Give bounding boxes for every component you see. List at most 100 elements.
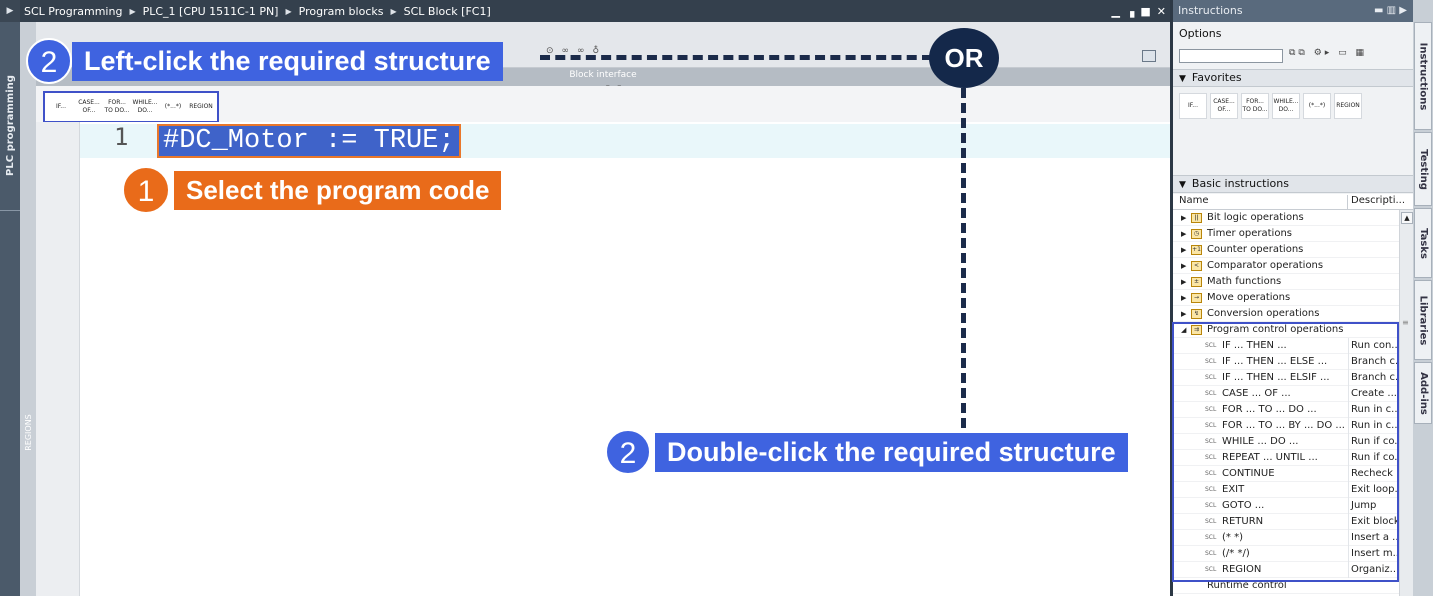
expand-triangle-icon[interactable]: ▶ (1181, 214, 1187, 222)
or-badge: OR (929, 28, 999, 88)
basic-instructions-header[interactable]: ▼Basic instructions (1173, 175, 1413, 193)
instruction-item[interactable]: SCL(* *)Insert a ... (1173, 530, 1399, 546)
instruction-description: Run con... (1348, 338, 1398, 354)
line-number: 1 (114, 123, 129, 151)
breadcrumb-item-program-blocks[interactable]: Program blocks (298, 4, 384, 18)
minimize-icon[interactable]: ▁ (1111, 4, 1120, 18)
panel-title-text: Instructions (1178, 4, 1243, 17)
instruction-name: IF ... THEN ... (1222, 340, 1287, 351)
expand-triangle-icon[interactable]: ▶ (1181, 310, 1187, 318)
struct-if-button[interactable]: IF... (56, 103, 66, 110)
scl-icon: SCL (1205, 470, 1217, 477)
tree-category[interactable]: ▶↯Conversion operations (1173, 306, 1399, 322)
fav-while-button[interactable]: WHILE... DO... (1272, 93, 1300, 119)
options-toolbar-icons[interactable]: ⧉⧉ ⚙▸ ▭ ▦ (1289, 48, 1368, 58)
glasses-alt-icon[interactable]: ∞ (577, 46, 585, 56)
math-icon: ± (1191, 277, 1202, 287)
glasses-icon[interactable]: ∞ (561, 46, 570, 56)
expand-triangle-icon[interactable]: ▶ (1181, 230, 1187, 238)
tree-category-expanded[interactable]: ◢⇉Program control operations (1173, 322, 1399, 338)
zoom-icon[interactable]: ⊙ (546, 46, 554, 56)
breadcrumb-item-project[interactable]: SCL Programming (24, 4, 123, 18)
instructions-panel: Instructions ▬ ▥ ▶ Options ⧉⧉ ⚙▸ ▭ ▦ ▼Fa… (1170, 0, 1413, 596)
expand-arrow-icon[interactable]: ▶ (0, 0, 20, 22)
breadcrumb-item-block[interactable]: SCL Block [FC1] (403, 4, 491, 18)
favorites-header[interactable]: ▼Favorites (1173, 69, 1413, 87)
fav-if-button[interactable]: IF... (1179, 93, 1207, 119)
instruction-description: Organiz... (1348, 562, 1398, 578)
tab-add-ins[interactable]: Add-ins (1414, 362, 1432, 424)
tree-category[interactable]: ▶±Math functions (1173, 274, 1399, 290)
instruction-description: Insert a ... (1348, 530, 1398, 546)
instruction-search-input[interactable] (1179, 49, 1283, 63)
panel-window-icons[interactable]: ▬ ▥ ▶ (1374, 5, 1407, 16)
tree-category[interactable]: ▶<Comparator operations (1173, 258, 1399, 274)
tab-tasks[interactable]: Tasks (1414, 208, 1432, 278)
expand-triangle-icon[interactable]: ▶ (1181, 246, 1187, 254)
struct-comment-button[interactable]: (*...*) (164, 103, 182, 110)
move-icon: → (1191, 293, 1202, 303)
bulb-icon[interactable]: ♁ (592, 46, 600, 56)
dashed-connector-horizontal (540, 55, 932, 60)
instruction-description: Branch c... (1348, 354, 1398, 370)
maximize-icon[interactable]: ■ (1140, 4, 1151, 18)
step-text: Left-click the required structure (72, 41, 503, 81)
tree-category[interactable]: ▶→Move operations (1173, 290, 1399, 306)
instructions-table-header: Name Descripti... (1173, 194, 1413, 210)
category-label: Program control operations (1207, 324, 1344, 335)
tab-libraries[interactable]: Libraries (1414, 280, 1432, 360)
scl-icon: SCL (1205, 438, 1217, 445)
struct-case-button[interactable]: CASE... OF... (78, 99, 100, 114)
scl-icon: SCL (1205, 518, 1217, 525)
instruction-description: Run in c... (1348, 418, 1398, 434)
expand-triangle-icon[interactable]: ▶ (1181, 262, 1187, 270)
expand-triangle-icon[interactable]: ▶ (1181, 294, 1187, 302)
struct-for-button[interactable]: FOR... TO DO... (104, 99, 130, 114)
expand-triangle-icon[interactable]: ▶ (1181, 278, 1187, 286)
struct-while-button[interactable]: WHILE... DO... (132, 99, 158, 114)
instruction-item[interactable]: SCL(/* */)Insert m... (1173, 546, 1399, 562)
scroll-up-icon[interactable]: ▲ (1401, 212, 1413, 224)
restore-icon[interactable]: ▗ (1125, 4, 1135, 18)
fav-case-button[interactable]: CASE... OF... (1210, 93, 1238, 119)
fav-for-button[interactable]: FOR... TO DO... (1241, 93, 1269, 119)
block-interface-label: Block interface (569, 70, 637, 80)
instruction-description: Run if co... (1348, 434, 1398, 450)
column-name[interactable]: Name (1179, 195, 1209, 206)
selected-code[interactable]: #DC_Motor := TRUE; (157, 124, 461, 158)
window-layout-icon[interactable] (1142, 50, 1156, 62)
tree-category[interactable]: ▶◷Timer operations (1173, 226, 1399, 242)
collapse-triangle-icon[interactable]: ◢ (1181, 326, 1187, 334)
tab-testing[interactable]: Testing (1414, 132, 1432, 206)
tree-category[interactable]: Runtime control (1173, 578, 1399, 594)
column-description[interactable]: Descripti... (1347, 195, 1405, 210)
fav-comment-button[interactable]: (*...*) (1303, 93, 1331, 119)
struct-region-button[interactable]: REGION (189, 103, 213, 110)
regions-tab[interactable]: REGIONS (20, 402, 36, 462)
close-icon[interactable]: ✕ (1156, 4, 1166, 18)
tree-scrollbar[interactable]: ▲ ≡ (1399, 210, 1413, 596)
conversion-icon: ↯ (1191, 309, 1202, 319)
fav-region-button[interactable]: REGION (1334, 93, 1362, 119)
plc-programming-tab[interactable]: PLC programming (2, 40, 18, 210)
instruction-name: CONTINUE (1222, 468, 1275, 479)
tab-instructions[interactable]: Instructions (1414, 22, 1432, 130)
breadcrumb-item-plc[interactable]: PLC_1 [CPU 1511C-1 PN] (142, 4, 279, 18)
scroll-grip-icon[interactable]: ≡ (1402, 318, 1409, 327)
step-number-badge: 2 (605, 429, 651, 475)
